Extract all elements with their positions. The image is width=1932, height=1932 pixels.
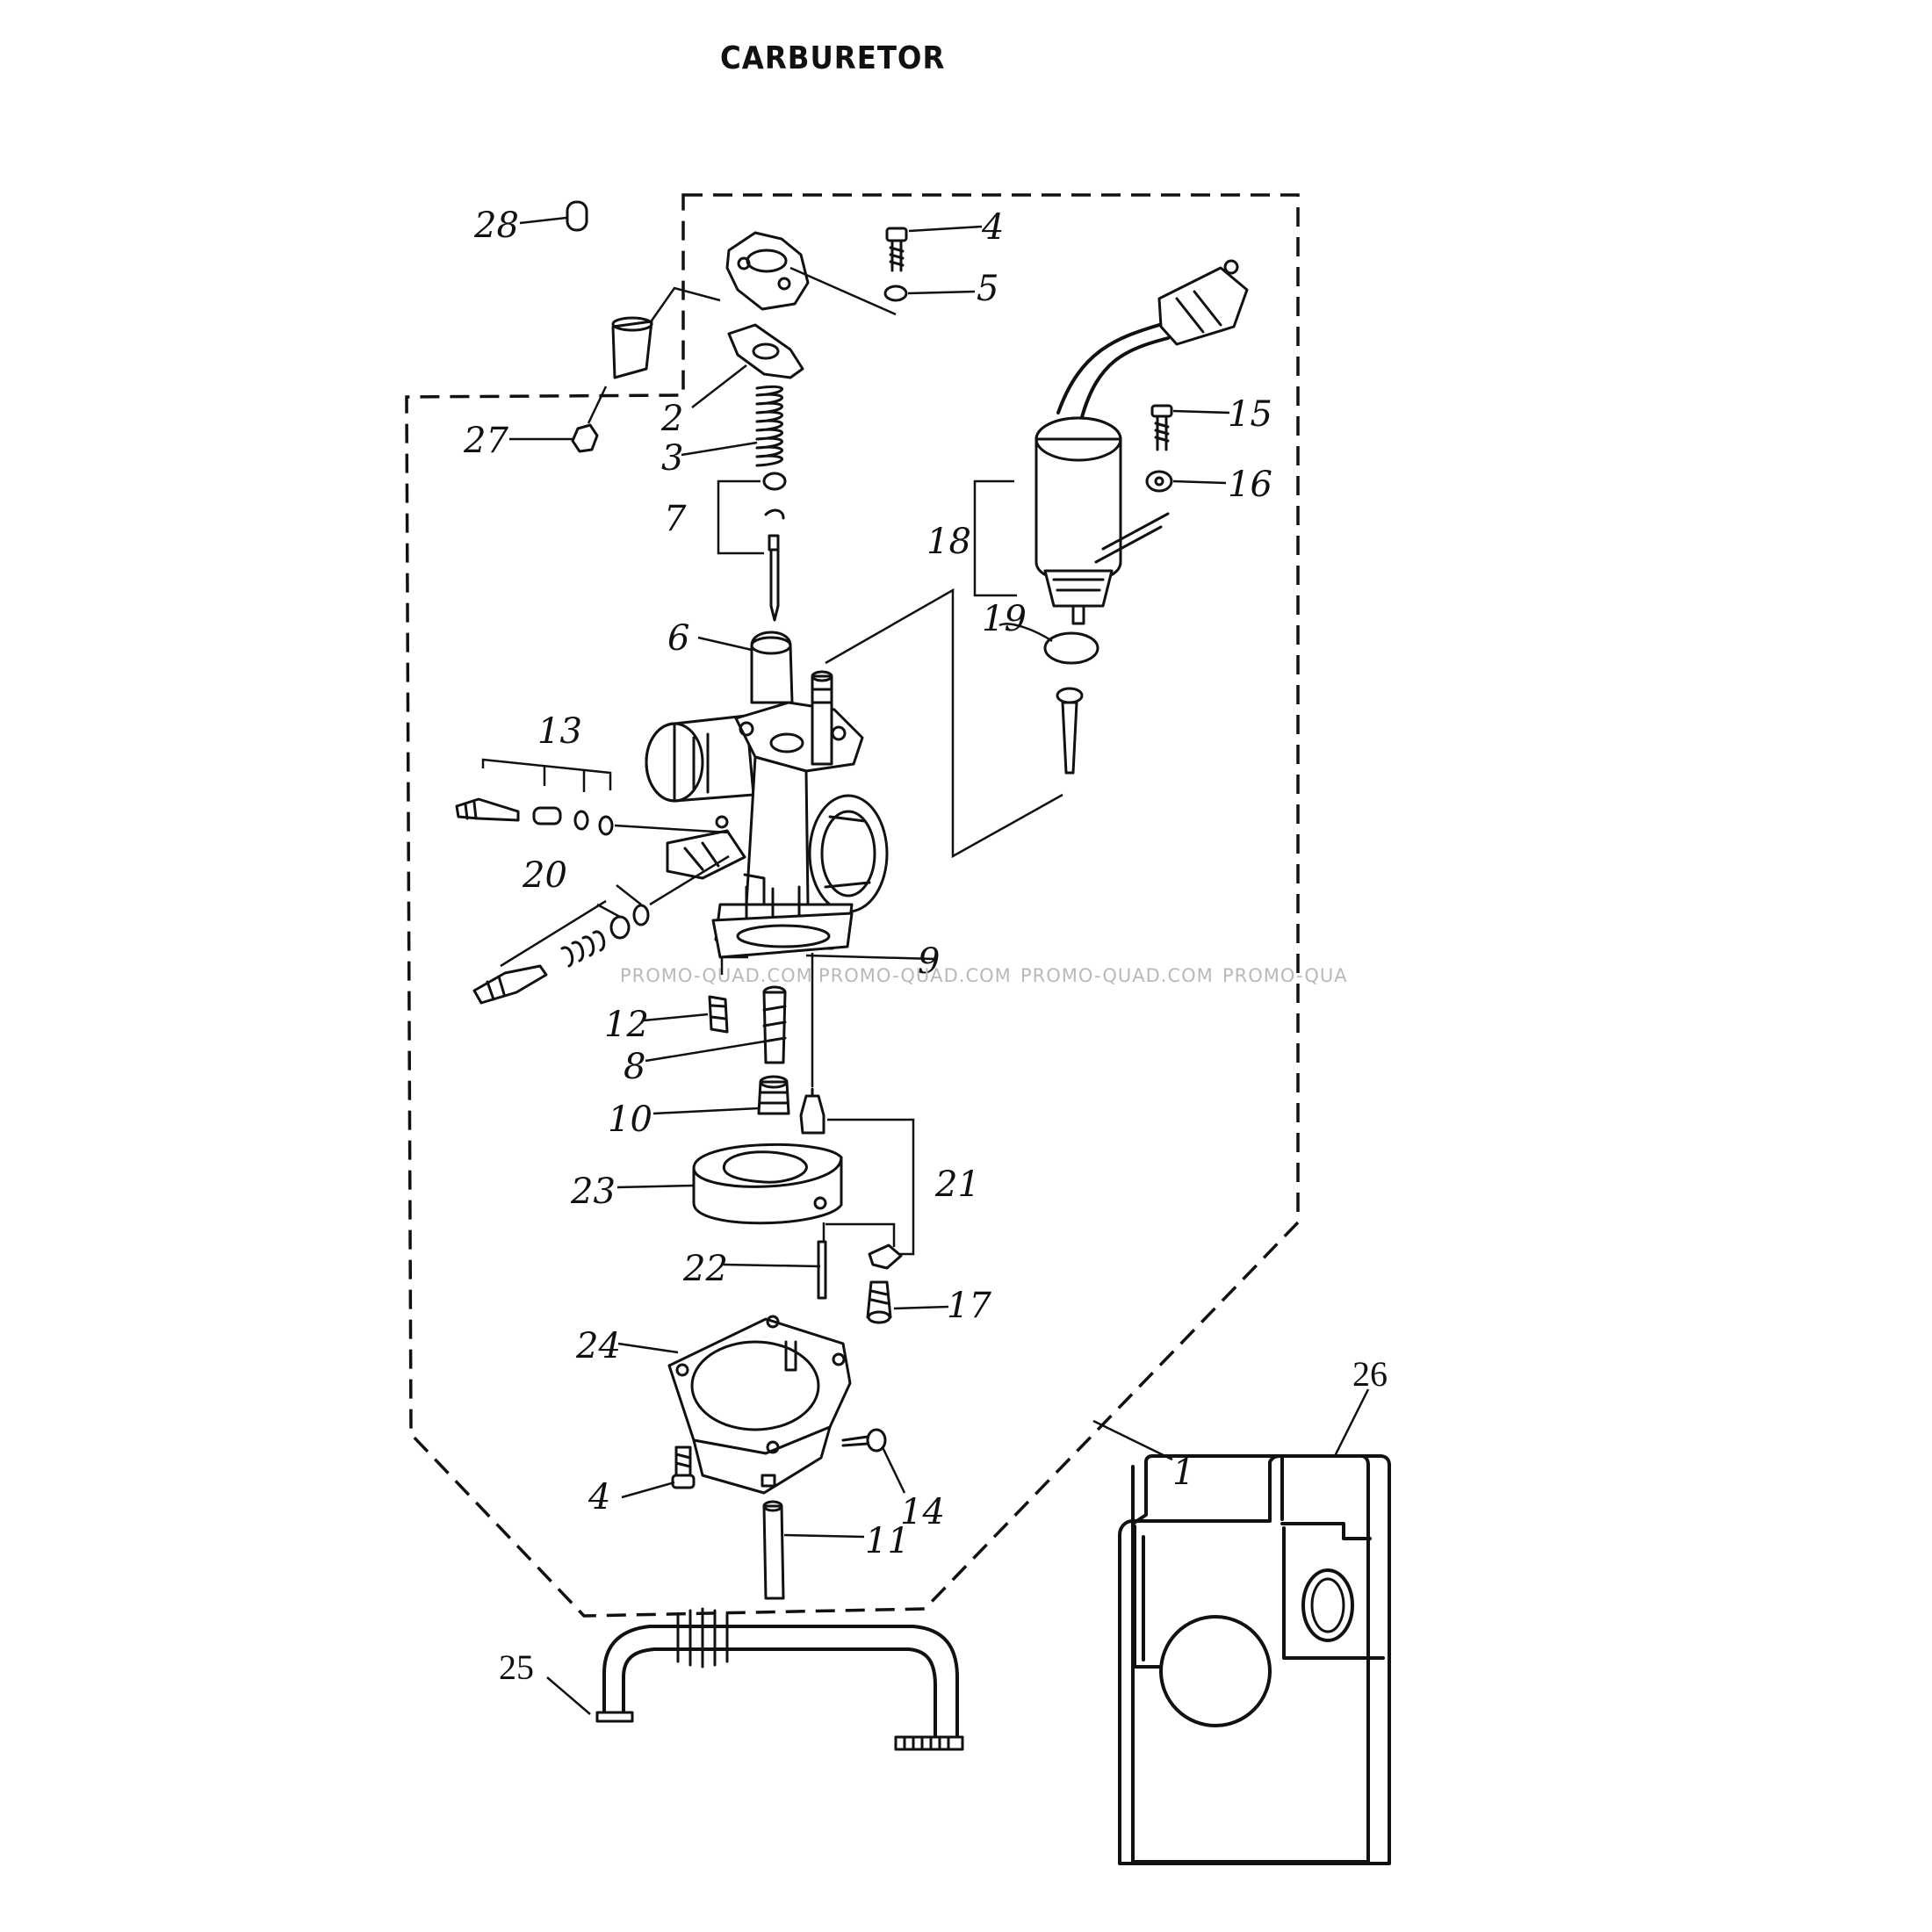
part-19-o-ring [1043, 631, 1099, 665]
watermark-2: PROMO-QUAD.COM [818, 965, 1012, 986]
watermark-1: PROMO-QUAD.COM [620, 965, 813, 986]
part-7-needle-set [717, 472, 787, 622]
callout-11: 11 [865, 1521, 910, 1561]
callout-6: 6 [667, 618, 689, 659]
callout-20: 20 [522, 855, 567, 896]
part-22-float-pin [817, 1222, 896, 1300]
callout-26: 28 [473, 205, 519, 246]
part-28-intake-pipe [595, 1607, 964, 1751]
callout-7: 7 [664, 499, 687, 539]
part-11-drain-tube [762, 1500, 785, 1600]
part-18-auto-choke [973, 259, 1249, 625]
callout-15: 15 [1228, 394, 1272, 435]
callout-16: 16 [1228, 465, 1272, 505]
callout-24: 24 [575, 1326, 621, 1366]
part-10-main-jet [757, 1075, 790, 1115]
part-14-drain-screw [841, 1428, 887, 1453]
callout-leaders [509, 216, 1370, 1715]
part-27-gasket [1118, 1454, 1391, 1865]
callout-23: 23 [570, 1171, 616, 1212]
part-25-sleeve [587, 286, 721, 424]
callout-25: 27 [463, 421, 508, 461]
callout-10: 10 [608, 1099, 652, 1140]
part-21-clip [868, 1244, 903, 1270]
callout-9: 9 [918, 941, 940, 982]
part-top-cap [725, 231, 897, 316]
part-23-float [692, 1143, 843, 1225]
callout-4-top: 4 [981, 207, 1004, 248]
diagram-title: CARBURETOR [720, 40, 945, 76]
part-8-needle-jet [762, 985, 787, 1064]
part-4-screw-top [885, 227, 908, 272]
part-26-plug [566, 200, 588, 232]
assembly-boundary [405, 193, 1300, 1618]
part-6-throttle-valve [750, 631, 794, 704]
callout-27: 26 [1352, 1354, 1388, 1394]
callout-14: 14 [900, 1492, 945, 1532]
part-3-spring [755, 385, 783, 467]
watermark-4: PROMO-QUA [1222, 965, 1348, 986]
callout-3: 3 [661, 438, 683, 479]
part-13-screw-set [455, 758, 614, 836]
part-12-clip [708, 995, 729, 1034]
part-24-float-bowl [667, 1315, 852, 1495]
callout-22: 22 [682, 1249, 728, 1289]
callout-12: 12 [604, 1005, 649, 1045]
callout-2: 2 [660, 399, 683, 439]
callout-5: 5 [977, 269, 998, 309]
callout-21: 21 [934, 1164, 980, 1205]
part-4-screw-bottom [671, 1445, 696, 1489]
part-15-screw [1150, 404, 1173, 451]
part-25-nut [571, 423, 599, 453]
part-20-screw-set [472, 884, 650, 1005]
watermarks: PROMO-QUAD.COM PROMO-QUAD.COM PROMO-QUAD… [620, 965, 1348, 986]
part-carburetor-body [645, 670, 889, 950]
callout-17: 17 [947, 1286, 991, 1326]
part-17-screw [866, 1280, 892, 1324]
callout-28: 25 [499, 1647, 534, 1687]
part-9-flange [711, 912, 854, 959]
callout-4-bottom: 4 [588, 1477, 610, 1517]
callout-1: 1 [1172, 1453, 1194, 1493]
callout-labels: 28 27 2 3 4 5 7 6 13 20 15 16 18 19 9 12… [463, 205, 1388, 1687]
part-plunger [1056, 687, 1084, 775]
part-16-washer [1145, 470, 1173, 493]
part-2-gasket [727, 323, 804, 379]
watermark-3: PROMO-QUAD.COM [1020, 965, 1214, 986]
part-5-washer [883, 285, 908, 302]
callout-18: 18 [926, 522, 971, 562]
callout-19: 19 [982, 599, 1027, 639]
callout-8: 8 [624, 1047, 645, 1087]
callout-13: 13 [537, 711, 582, 752]
